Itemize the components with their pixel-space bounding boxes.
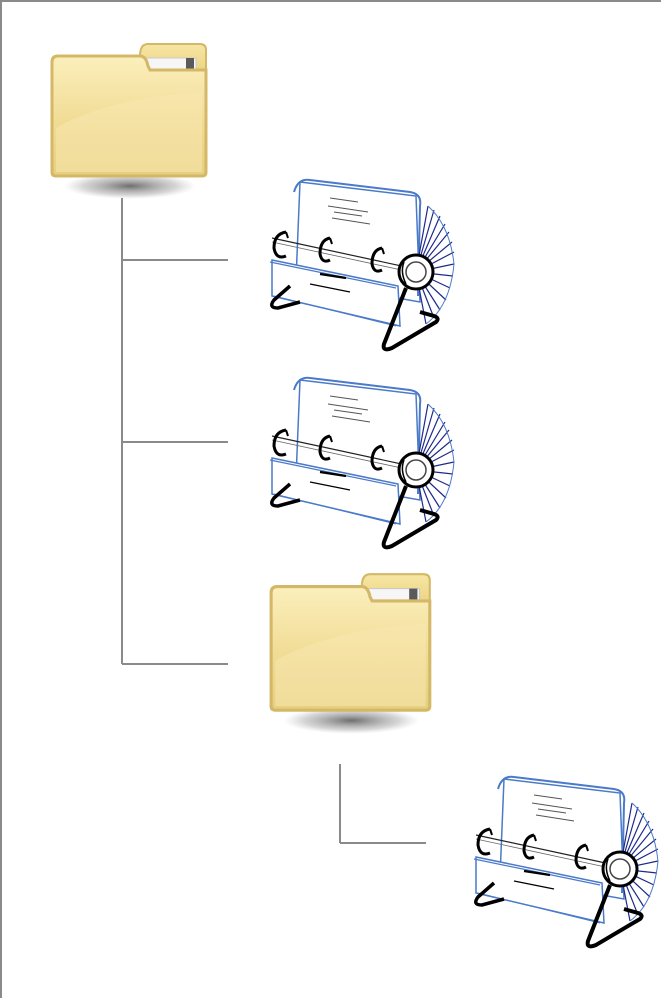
rotary-card-file-icon[interactable] <box>268 177 456 352</box>
rotary-card-file-icon[interactable] <box>474 777 658 947</box>
folder-icon[interactable] <box>269 572 432 736</box>
connector-lines <box>121 198 426 844</box>
folder-icon[interactable] <box>50 42 208 201</box>
rotary-card-file-icon[interactable] <box>268 375 456 550</box>
